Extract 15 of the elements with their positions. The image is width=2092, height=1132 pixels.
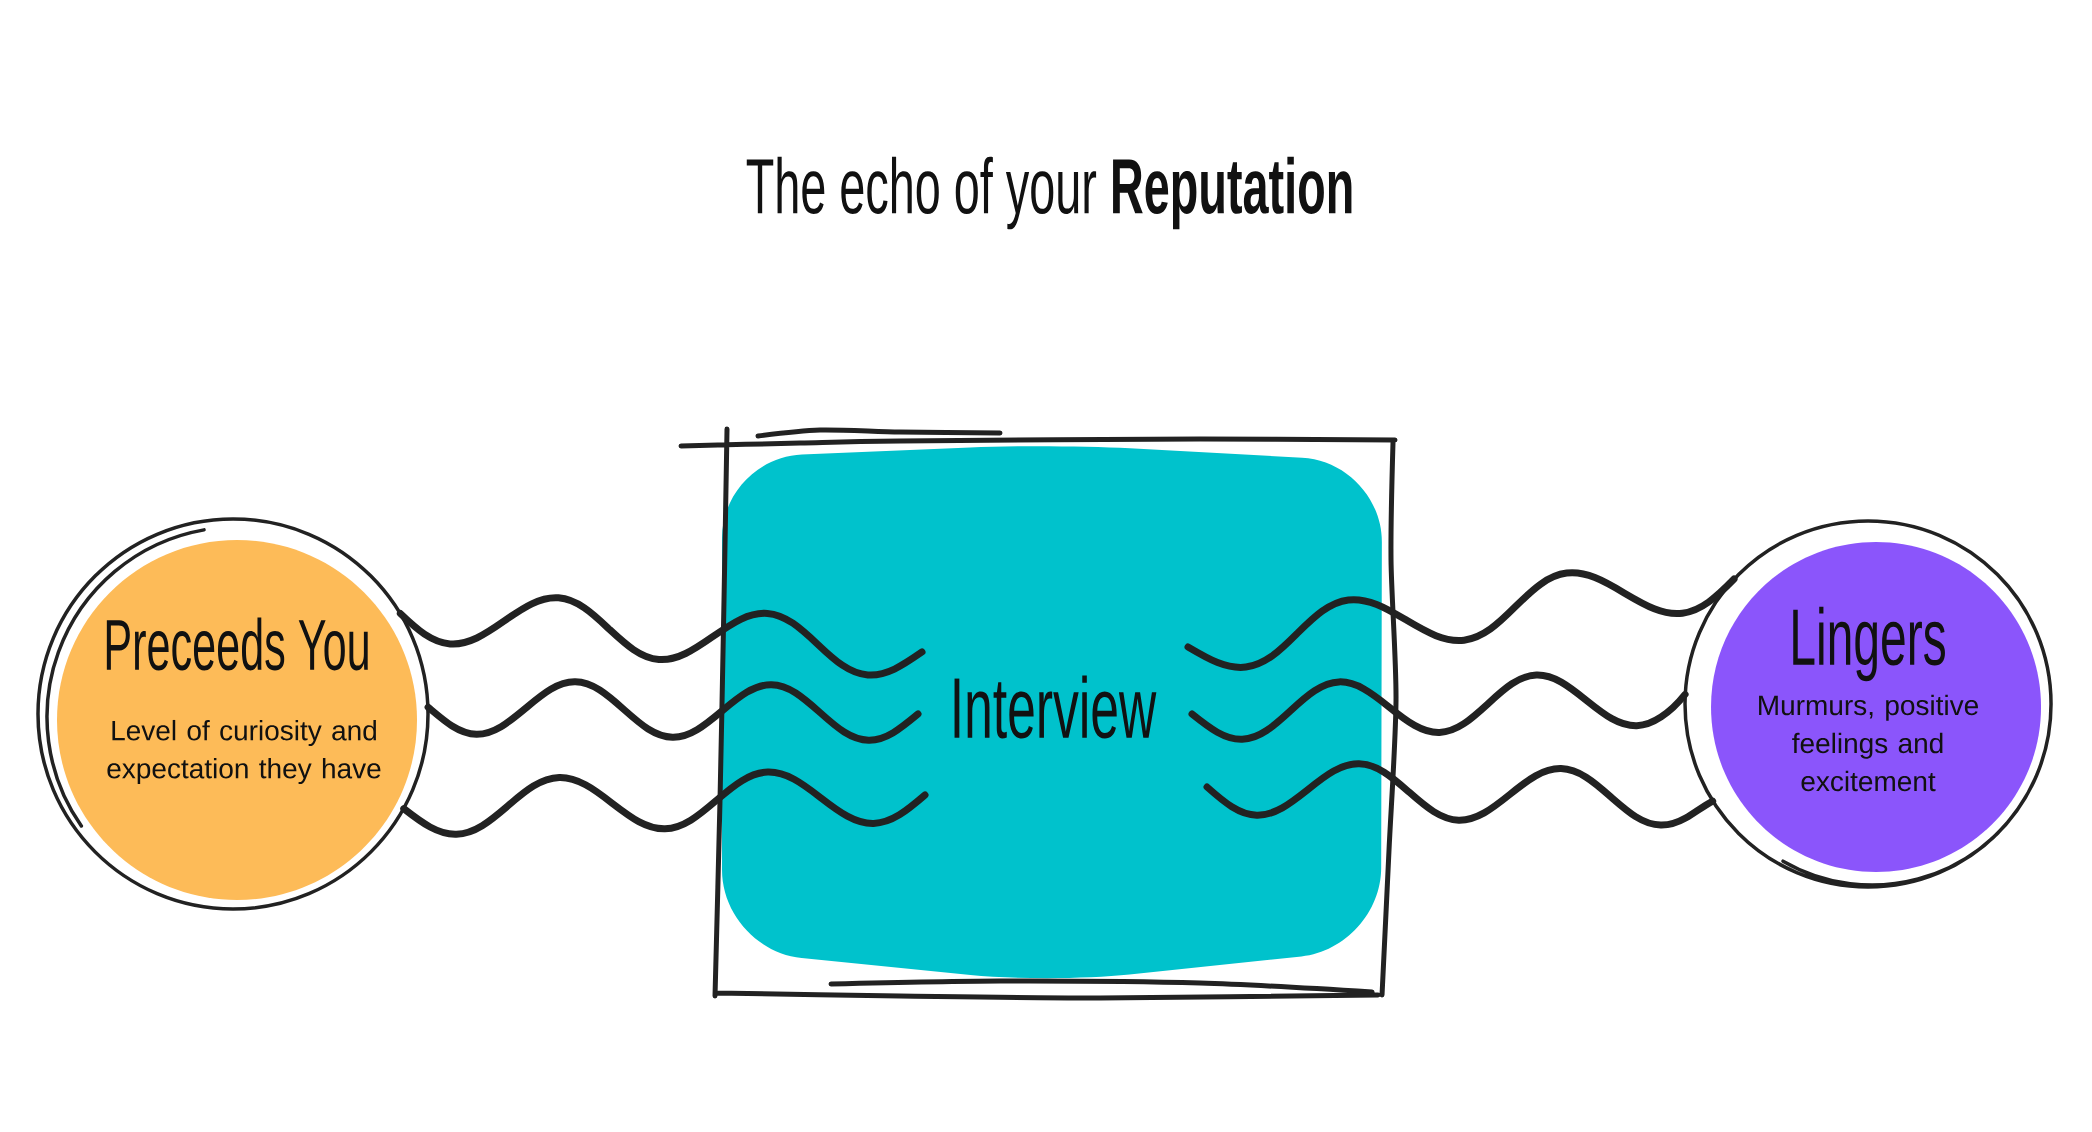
node-heading: Lingers — [1793, 606, 1945, 682]
node-description: Level of curiosity and expectation they have — [107, 719, 381, 785]
wavy-line — [1203, 760, 1717, 829]
circle-node — [36, 517, 430, 911]
node-heading: Preceeds You — [106, 617, 368, 671]
node-description: Murmurs, positive feelings and excitement — [1759, 694, 1978, 792]
node-heading: Interview — [954, 675, 1157, 739]
wavy-line — [1188, 671, 1689, 743]
wavy-line — [1184, 569, 1738, 671]
circle-node — [1683, 519, 2053, 889]
square-box — [678, 426, 1399, 1001]
wavy-line — [424, 678, 922, 744]
title: The echo of your Reputation — [746, 156, 1352, 230]
wavy-line — [400, 768, 929, 838]
wavy-line — [396, 594, 926, 679]
